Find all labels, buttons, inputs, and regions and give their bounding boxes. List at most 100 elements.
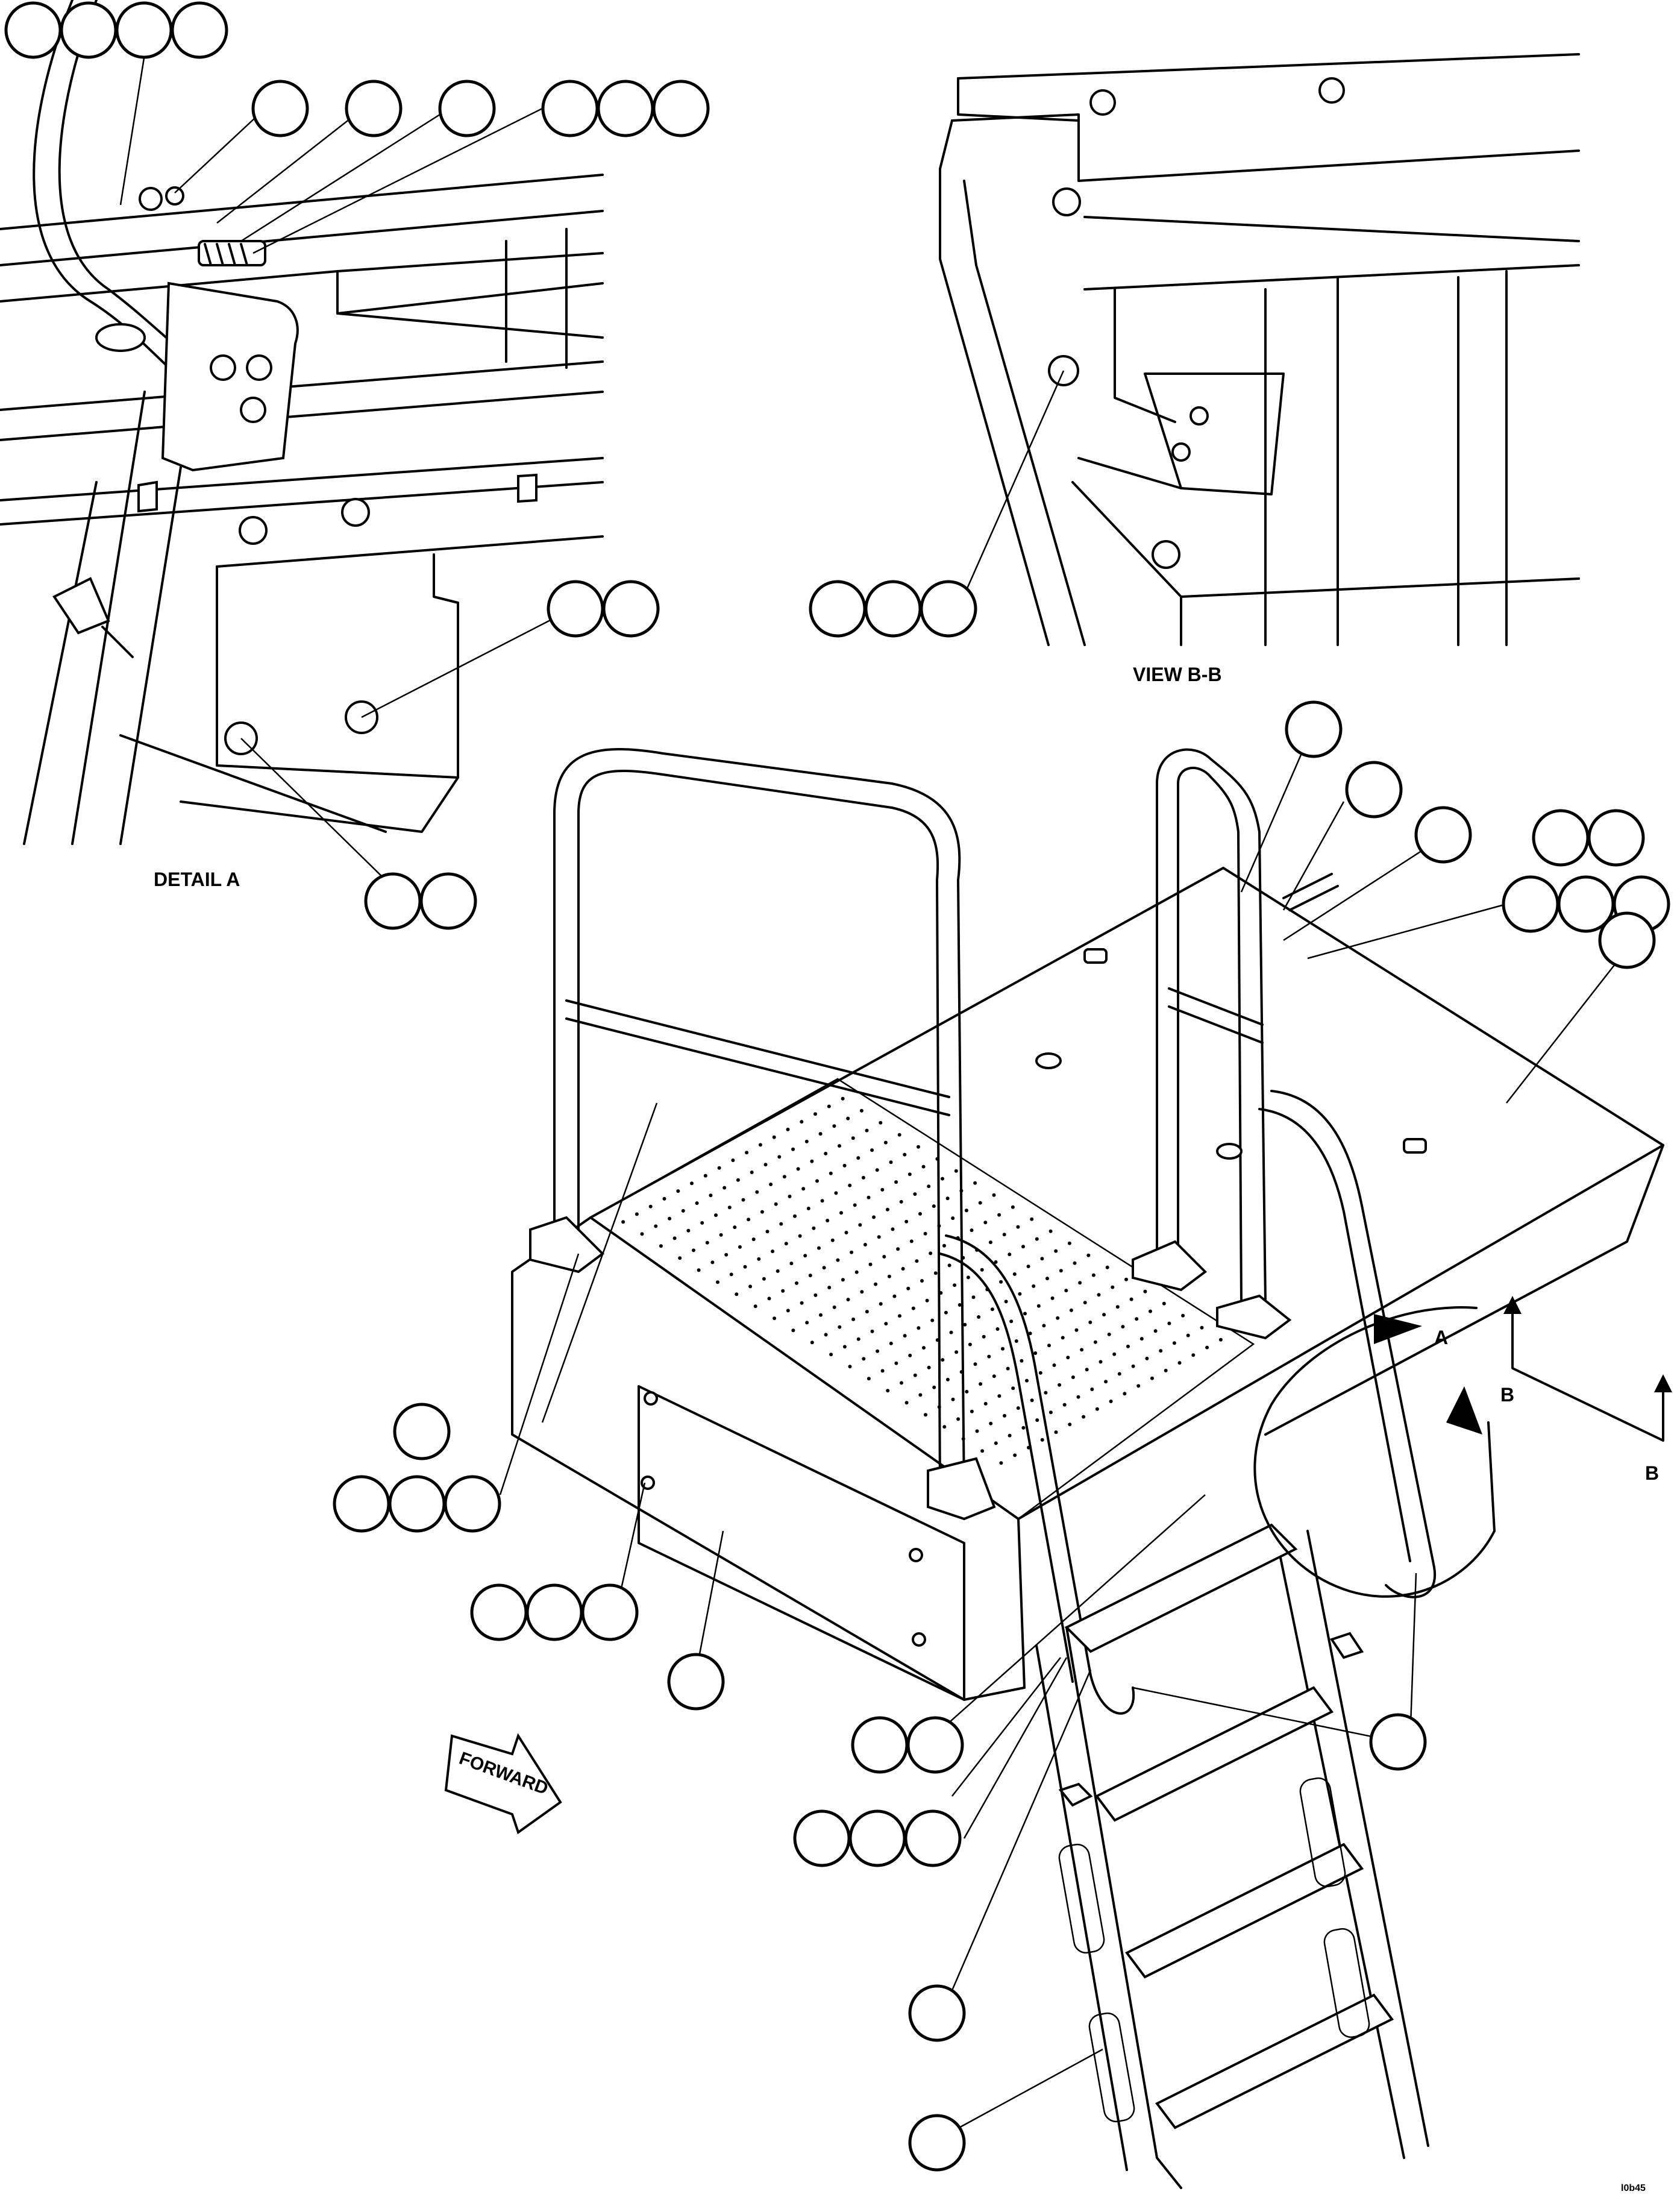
- perforation-hole: [995, 1327, 1000, 1331]
- perforation-hole: [765, 1230, 769, 1234]
- perforation-hole: [806, 1207, 810, 1210]
- perforation-hole: [1061, 1336, 1065, 1340]
- perforation-hole: [1004, 1300, 1008, 1304]
- perforation-hole: [1028, 1331, 1032, 1336]
- perforation-hole: [861, 1175, 865, 1180]
- perforation-hole: [956, 1236, 960, 1240]
- perforation-hole: [750, 1171, 754, 1174]
- perforation-hole: [854, 1270, 859, 1274]
- perforation-hole: [786, 1309, 790, 1313]
- perforation-hole: [913, 1192, 917, 1196]
- perforation-hole: [808, 1274, 812, 1278]
- perforation-hole: [1085, 1368, 1089, 1372]
- perforation-hole: [1117, 1372, 1121, 1376]
- perforation-hole: [1126, 1344, 1130, 1348]
- perforation-hole: [999, 1461, 1003, 1465]
- perforation-hole: [1177, 1361, 1182, 1365]
- perforation-hole: [668, 1216, 672, 1221]
- perforation-hole: [1136, 1384, 1141, 1388]
- perforation-hole: [722, 1186, 727, 1190]
- perforation-hole: [932, 1385, 936, 1389]
- perforation-hole: [678, 1256, 682, 1260]
- perforation-hole: [875, 1168, 879, 1172]
- section-letter-b-left: B: [1500, 1384, 1514, 1406]
- section-letter-a: A: [1434, 1327, 1448, 1348]
- perforation-hole: [1016, 1225, 1020, 1229]
- perforation-hole: [836, 1258, 840, 1262]
- perforation-hole: [672, 1236, 677, 1240]
- perforation-hole: [846, 1116, 850, 1120]
- detail-a-view: [0, 0, 604, 887]
- perforation-hole: [690, 1181, 694, 1186]
- perforation-hole: [904, 1219, 909, 1224]
- perforation-hole: [1066, 1356, 1070, 1360]
- perforation-hole: [795, 1281, 798, 1285]
- perforation-hole: [1062, 1403, 1067, 1407]
- perforation-hole: [841, 1096, 845, 1101]
- perforation-hole: [908, 1353, 912, 1357]
- perforation-hole: [1069, 1308, 1073, 1312]
- perforation-hole: [1012, 1272, 1017, 1276]
- perforation-hole: [949, 1330, 953, 1334]
- perforation-hole: [1020, 1359, 1024, 1363]
- perforation-hole: [1149, 1309, 1152, 1313]
- perforation-hole: [978, 1201, 982, 1205]
- perforation-hole: [776, 1269, 780, 1273]
- perforation-hole: [1111, 1285, 1115, 1289]
- perforation-hole: [824, 1151, 828, 1155]
- perforation-hole: [975, 1429, 979, 1433]
- perforation-hole: [824, 1333, 828, 1337]
- perforation-hole: [760, 1210, 764, 1214]
- perforation-hole: [1205, 1345, 1209, 1350]
- perforation-hole: [729, 1272, 733, 1277]
- perforation-hole: [1123, 1392, 1127, 1396]
- perforation-hole: [1135, 1317, 1139, 1321]
- perforation-hole: [832, 1305, 836, 1309]
- perforation-hole: [933, 1271, 938, 1275]
- perforation-hole: [1036, 1304, 1041, 1308]
- perforation-hole: [810, 1340, 814, 1345]
- perforation-hole: [801, 1187, 806, 1191]
- perforation-hole: [915, 1259, 919, 1263]
- perforation-hole: [872, 1215, 876, 1219]
- perforation-hole: [900, 1381, 903, 1385]
- perforation-hole: [980, 1449, 985, 1453]
- perforation-hole: [832, 1124, 836, 1128]
- perforation-hole: [1172, 1341, 1176, 1345]
- perforation-hole: [851, 1136, 855, 1140]
- perforation-hole: [973, 1181, 977, 1185]
- perforation-hole: [963, 1322, 967, 1327]
- perforation-hole: [841, 1278, 845, 1282]
- perforation-hole: [989, 1421, 993, 1425]
- perforation-hole: [826, 1219, 830, 1222]
- perforation-hole: [867, 1377, 871, 1381]
- perforation-hole: [769, 1183, 773, 1186]
- perforation-hole: [994, 1441, 998, 1445]
- perforation-hole: [1006, 1366, 1010, 1371]
- perforation-hole: [1071, 1375, 1075, 1379]
- perforation-hole: [918, 1393, 923, 1397]
- perforation-hole: [697, 1268, 701, 1272]
- perforation-hole: [979, 1382, 983, 1386]
- perforation-hole: [1054, 1249, 1058, 1253]
- perforation-hole: [953, 1283, 957, 1287]
- perforation-hole: [901, 1267, 905, 1271]
- perforation-hole: [1124, 1277, 1128, 1281]
- perforation-hole: [885, 1207, 889, 1212]
- perforation-hole: [980, 1268, 984, 1272]
- perforation-hole: [1109, 1400, 1113, 1403]
- perforation-hole: [889, 1341, 893, 1345]
- perforation-hole: [959, 1189, 964, 1193]
- perforation-hole: [880, 1187, 885, 1192]
- perforation-hole: [767, 1296, 771, 1301]
- perforation-hole: [1048, 1229, 1053, 1233]
- perforation-hole: [863, 1243, 867, 1246]
- perforation-hole: [798, 1234, 802, 1238]
- perforation-hole: [956, 1417, 961, 1421]
- perforation-hole: [1131, 1364, 1135, 1368]
- perforation-hole: [904, 1401, 909, 1405]
- perforation-hole: [921, 1164, 926, 1169]
- perforation-hole: [1186, 1333, 1190, 1337]
- perforation-hole: [1013, 1453, 1017, 1457]
- perforation-hole: [958, 1303, 962, 1307]
